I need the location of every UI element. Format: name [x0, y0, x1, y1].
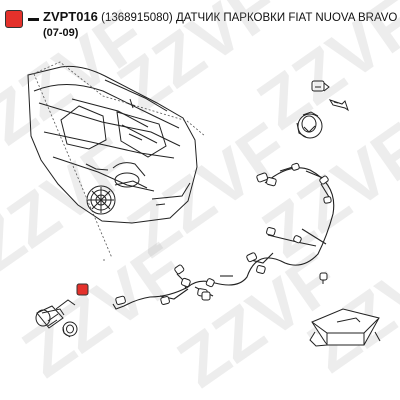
model-years: (07-09) [43, 27, 79, 39]
small-parts-drawing [296, 80, 349, 139]
car-drawing [27, 65, 198, 224]
dash-icon [28, 18, 39, 21]
leader-lines [32, 61, 206, 262]
title-line: ZVPT016 (1368915080) ДАТЧИК ПАРКОВКИ FIA… [43, 9, 397, 26]
red-square-icon [5, 10, 23, 28]
harness-connectors [115, 162, 332, 305]
part-code: ZVPT016 [43, 9, 98, 24]
header: ZVPT016 (1368915080) ДАТЧИК ПАРКОВКИ FIA… [5, 6, 397, 40]
part-numbers: (1368915080) [101, 12, 173, 24]
part-description: ДАТЧИК ПАРКОВКИ FIAT NUOVA BRAVO [175, 12, 398, 24]
red-marker-icon [76, 283, 89, 296]
parking-sensor-drawing [35, 299, 78, 338]
control-unit-drawing [309, 272, 381, 347]
